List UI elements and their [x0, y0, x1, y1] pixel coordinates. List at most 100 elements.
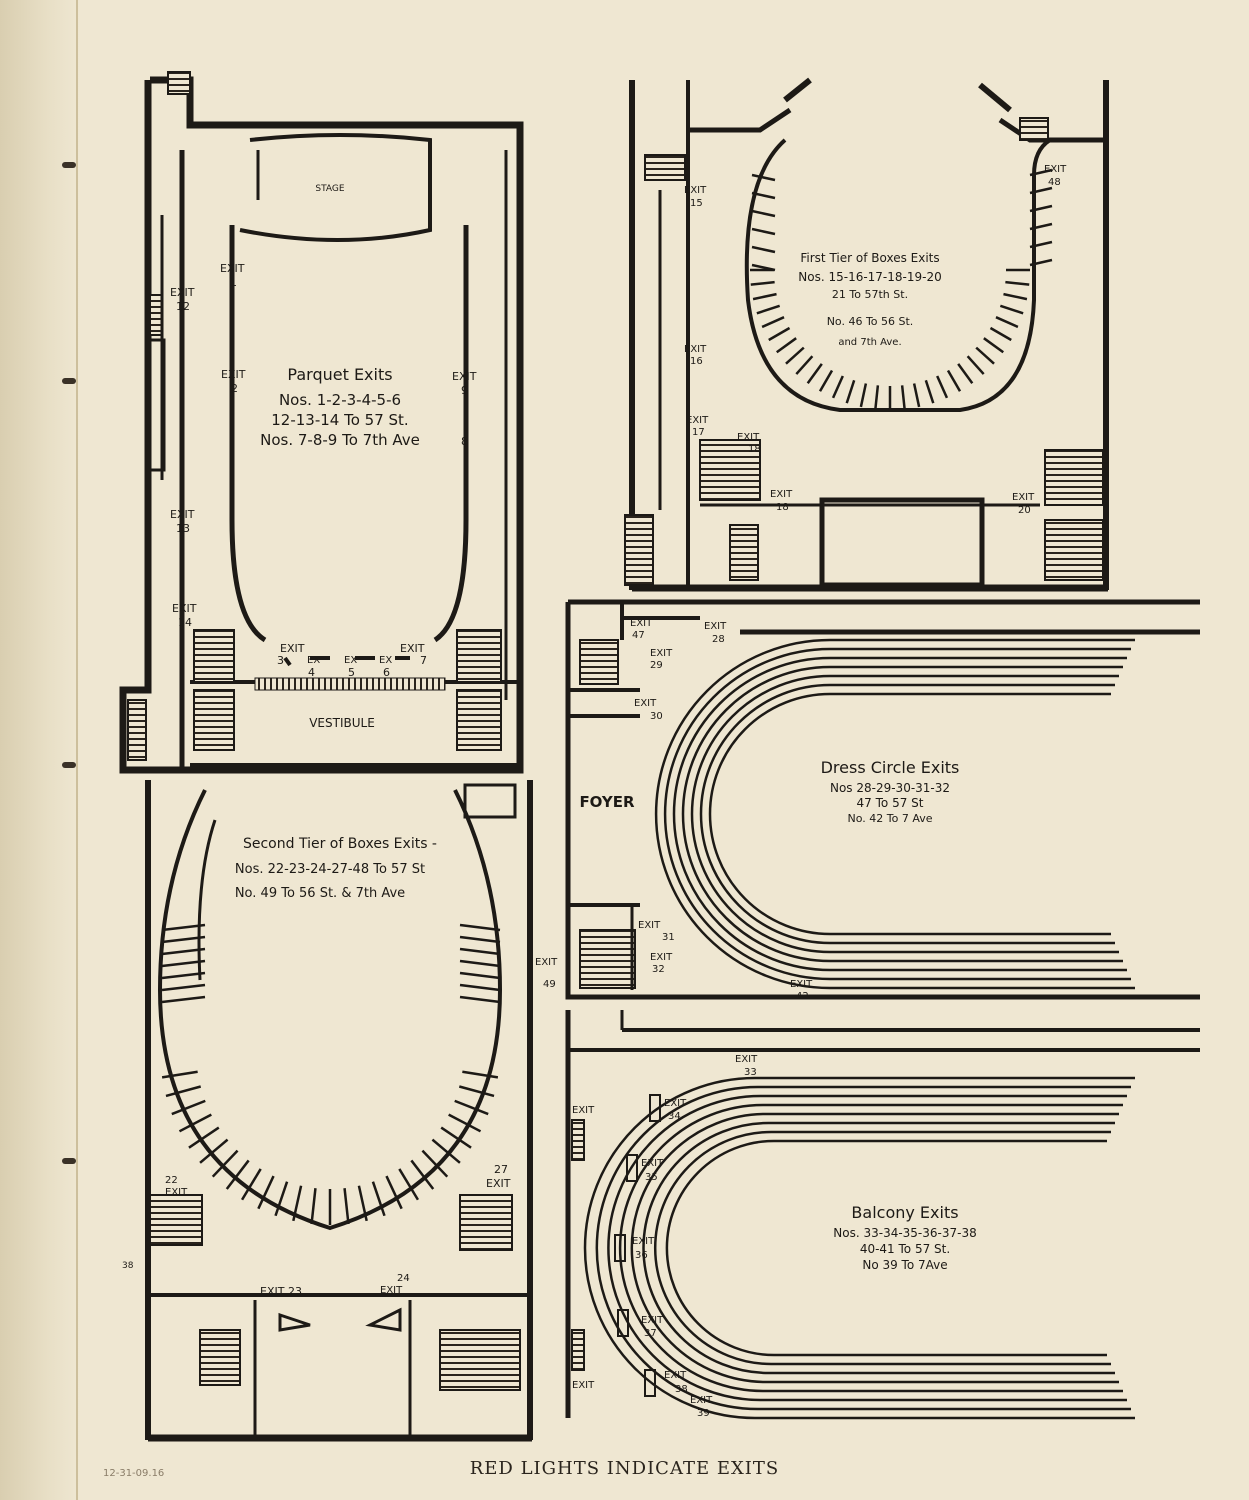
exit-label: EXIT	[535, 957, 558, 968]
exit-number: 42	[796, 991, 809, 1002]
box-partition	[795, 355, 814, 375]
exit-door	[649, 1094, 661, 1122]
box-partition	[859, 383, 868, 408]
box-partition	[768, 326, 791, 342]
box-partition	[178, 1113, 212, 1133]
exit-number: 37	[644, 1328, 657, 1339]
box-partition	[398, 1168, 420, 1201]
second-tier-plan	[145, 780, 533, 1442]
exit-label: EXIT	[638, 920, 661, 931]
exit-number: 35	[645, 1172, 658, 1183]
dress-circle-line-3: No. 42 To 7 Ave	[848, 812, 933, 825]
box-partition	[161, 995, 206, 1004]
box-partition	[966, 355, 985, 375]
box-partition	[454, 1099, 489, 1116]
exit-number: 28	[712, 634, 725, 645]
dress-circle-plan	[565, 599, 1200, 1000]
binding-stitch	[62, 762, 76, 768]
balcony-labels: Balcony Exits Nos. 33-34-35-36-37-38 40-…	[572, 1054, 977, 1419]
balcony-plan	[565, 1010, 1200, 1418]
exit-door	[644, 1369, 656, 1397]
box-partition	[459, 983, 501, 992]
exit-number: 17	[692, 427, 705, 438]
exit-number: 1	[230, 276, 237, 289]
seat-row-arc	[618, 1103, 1123, 1393]
exit-number: 49	[543, 979, 556, 990]
exit-label: EXIT	[735, 1054, 758, 1065]
exit-label: EXIT	[380, 1285, 403, 1296]
seat-row-arc	[690, 674, 1119, 954]
vestibule-label: VESTIBULE	[309, 716, 375, 730]
exit-label: EXIT	[684, 344, 707, 355]
box-partition	[459, 935, 501, 944]
first-tier-line-2: 21 To 57th St.	[832, 288, 908, 301]
box-partition	[946, 369, 962, 392]
binding-stitch	[62, 162, 76, 168]
box-partition	[750, 280, 775, 286]
exit-label: EXIT	[790, 979, 813, 990]
box-partition	[975, 346, 995, 365]
dress-circle-line-2: 47 To 57 St	[857, 796, 924, 810]
first-tier-line-4: and 7th Ave.	[838, 337, 901, 348]
second-tier-title: Second Tier of Boxes Exits -	[243, 836, 437, 852]
exit-number: 9	[461, 384, 468, 397]
first-tier-line-1: Nos. 15-16-17-18-19-20	[798, 270, 941, 284]
spine-fold	[76, 0, 78, 1500]
binding-gutter	[0, 0, 80, 1500]
box-partition	[751, 263, 776, 272]
exit-label: EXIT	[280, 642, 305, 655]
first-tier-box-partitions	[750, 168, 1053, 410]
exit-number: 15	[690, 198, 703, 209]
box-partition	[752, 292, 777, 301]
box-partition	[440, 1126, 472, 1149]
box-partition	[900, 385, 906, 410]
box-partition	[274, 1181, 289, 1217]
exit-door	[626, 1154, 638, 1182]
box-partition	[257, 1175, 275, 1210]
exit-label: EXIT	[650, 648, 673, 659]
exit-label: EXIT	[170, 286, 195, 299]
seat-row-arc	[654, 638, 1135, 990]
seat-row-arc	[699, 683, 1115, 945]
box-partition	[371, 1181, 386, 1217]
exit-label: EXIT	[170, 508, 195, 521]
exit-label: EXIT	[572, 1380, 595, 1391]
parquet-title: Parquet Exits	[287, 365, 392, 384]
exit-number: 27	[494, 1163, 508, 1176]
seat-row-arc	[583, 1076, 1135, 1420]
exit-number: 20	[1018, 505, 1031, 516]
foyer-label: FOYER	[579, 793, 635, 811]
exit-number: 8	[461, 435, 468, 448]
first-tier-title: First Tier of Boxes Exits	[800, 251, 939, 265]
box-partition	[845, 379, 856, 404]
exit-label: EXIT	[452, 370, 477, 383]
box-partition	[211, 1149, 239, 1178]
first-tier-line-3: No. 46 To 56 St.	[827, 315, 914, 328]
seat-row-arc	[665, 1139, 1107, 1357]
box-partition	[806, 363, 823, 384]
exit-label: EXIT	[684, 185, 707, 196]
parquet-line-3: Nos. 7-8-9 To 7th Ave	[260, 431, 420, 449]
box-partition	[171, 1099, 206, 1116]
exit-label: EXIT	[686, 415, 709, 426]
first-tier-labels: First Tier of Boxes Exits Nos. 15-16-17-…	[684, 164, 1067, 516]
box-partition	[161, 935, 206, 944]
exit-number: 18	[776, 502, 789, 513]
box-partition	[924, 379, 935, 404]
box-partition	[983, 337, 1004, 354]
box-partition	[421, 1149, 449, 1178]
exit-label: EXIT	[400, 642, 425, 655]
box-partition	[459, 995, 501, 1004]
exit-number: 12	[176, 300, 190, 313]
box-partition	[995, 316, 1019, 329]
seat-row-arc	[663, 647, 1131, 981]
balcony-seat-rows	[583, 1076, 1135, 1420]
box-partition	[462, 1070, 499, 1079]
box-partition	[957, 363, 974, 384]
exit-label: EXIT	[737, 432, 760, 443]
box-partition	[912, 383, 921, 408]
exit-label: EXIT	[704, 621, 727, 632]
parquet-exit-labels: EXIT 1 EXIT 2 EXIT 3 EX 4 EX 5 EX 6 EXIT…	[170, 262, 477, 679]
balcony-line-1: Nos. 33-34-35-36-37-38	[833, 1226, 976, 1240]
